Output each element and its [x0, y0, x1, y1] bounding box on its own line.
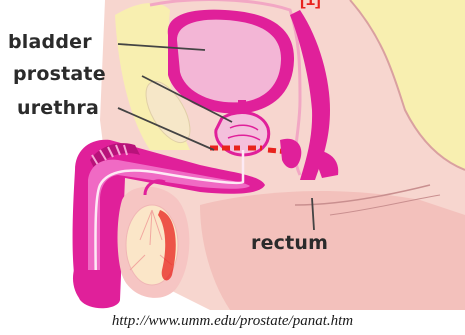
- label-prostate: prostate: [13, 63, 106, 85]
- thigh-shade: [200, 191, 465, 310]
- reference-mark: [1]: [300, 0, 321, 10]
- label-bladder: bladder: [8, 31, 92, 53]
- bladder-inner: [177, 20, 281, 103]
- glans: [73, 270, 110, 306]
- label-urethra: urethra: [17, 97, 99, 119]
- source-url-caption: http://www.umm.edu/prostate/panat.htm: [0, 313, 465, 330]
- label-rectum: rectum: [251, 232, 328, 254]
